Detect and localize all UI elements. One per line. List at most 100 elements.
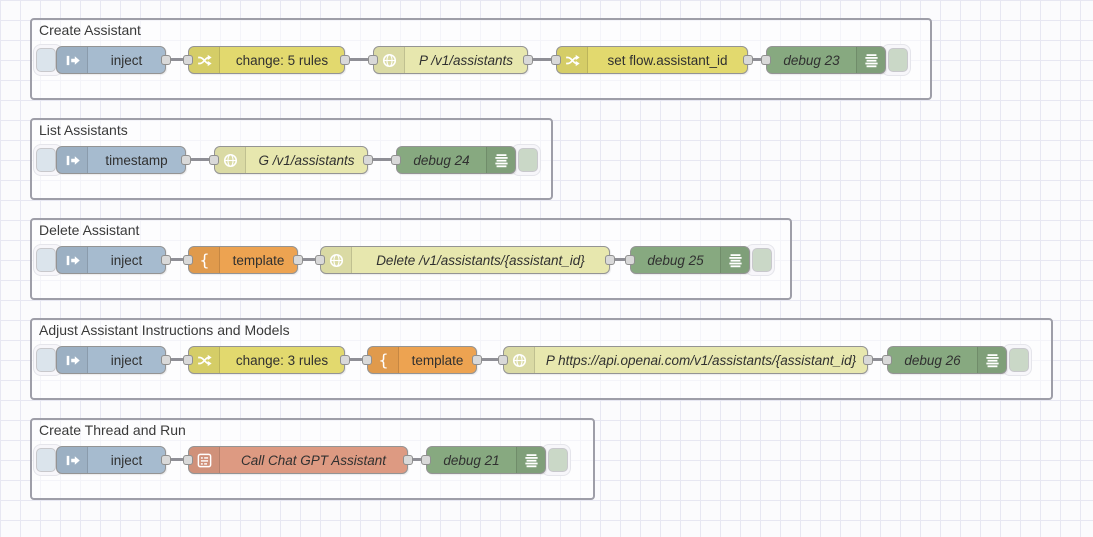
inject-arrow-icon <box>57 247 88 273</box>
input-port[interactable] <box>315 255 325 265</box>
wire[interactable] <box>170 258 184 261</box>
output-port[interactable] <box>161 455 171 465</box>
node-debug[interactable]: debug 24 <box>391 144 541 176</box>
node-debug[interactable]: debug 21 <box>421 444 571 476</box>
wire[interactable] <box>872 358 883 361</box>
wire[interactable] <box>532 58 552 61</box>
node-label: debug 24 <box>413 152 470 168</box>
wire[interactable] <box>412 458 422 461</box>
node-http-request[interactable]: P https://api.openai.com/v1/assistants/{… <box>498 346 873 374</box>
input-port[interactable] <box>421 455 431 465</box>
node-http-request[interactable]: Delete /v1/assistants/{assistant_id} <box>315 246 615 274</box>
wire[interactable] <box>170 458 184 461</box>
shuffle-icon <box>189 347 220 373</box>
node-http-request[interactable]: G /v1/assistants <box>209 146 373 174</box>
group-label: Adjust Assistant Instructions and Models <box>39 322 290 338</box>
node-label: inject <box>110 52 143 68</box>
node-label: template <box>232 252 285 268</box>
wire[interactable] <box>349 58 369 61</box>
node-debug[interactable]: debug 25 <box>625 244 775 276</box>
node-http-request[interactable]: P /v1/assistants <box>368 46 533 74</box>
node-inject[interactable]: inject <box>33 44 171 76</box>
globe-icon <box>321 247 352 273</box>
output-port[interactable] <box>293 255 303 265</box>
node-debug[interactable]: debug 26 <box>882 344 1032 376</box>
output-port[interactable] <box>523 55 533 65</box>
input-port[interactable] <box>362 355 372 365</box>
output-port[interactable] <box>472 355 482 365</box>
debug-lines-icon <box>856 47 885 73</box>
curly-brace-icon <box>368 347 399 373</box>
input-port[interactable] <box>498 355 508 365</box>
output-port[interactable] <box>863 355 873 365</box>
node-label: inject <box>110 452 143 468</box>
debug-lines-icon <box>720 247 749 273</box>
wire[interactable] <box>481 358 499 361</box>
globe-icon <box>374 47 405 73</box>
node-change[interactable]: change: 3 rules <box>183 346 350 374</box>
input-port[interactable] <box>209 155 219 165</box>
node-label: G /v1/assistants <box>258 152 355 168</box>
wire[interactable] <box>614 258 626 261</box>
output-port[interactable] <box>605 255 615 265</box>
node-label: debug 26 <box>904 352 961 368</box>
node-label: change: 5 rules <box>235 52 329 68</box>
wire[interactable] <box>752 58 762 61</box>
node-label: P https://api.openai.com/v1/assistants/{… <box>545 352 857 368</box>
node-label: Delete /v1/assistants/{assistant_id} <box>376 252 585 268</box>
wire[interactable] <box>170 358 184 361</box>
wire[interactable] <box>190 158 210 161</box>
debug-lines-icon <box>977 347 1006 373</box>
node-label: inject <box>110 252 143 268</box>
shuffle-icon <box>557 47 588 73</box>
inject-arrow-icon <box>57 147 88 173</box>
node-label: debug 23 <box>783 52 840 68</box>
input-port[interactable] <box>625 255 635 265</box>
node-label: change: 3 rules <box>235 352 329 368</box>
group-label: List Assistants <box>39 122 128 138</box>
inject-arrow-icon <box>57 47 88 73</box>
input-port[interactable] <box>368 55 378 65</box>
wire[interactable] <box>302 258 316 261</box>
node-call-chat-gpt-assistant[interactable]: Call Chat GPT Assistant <box>183 446 413 474</box>
output-port[interactable] <box>161 55 171 65</box>
node-label: set flow.assistant_id <box>607 52 728 68</box>
output-port[interactable] <box>340 355 350 365</box>
output-port[interactable] <box>340 55 350 65</box>
input-port[interactable] <box>882 355 892 365</box>
node-label: inject <box>110 352 143 368</box>
node-debug[interactable]: debug 23 <box>761 44 911 76</box>
wire[interactable] <box>170 58 184 61</box>
output-port[interactable] <box>403 455 413 465</box>
input-port[interactable] <box>551 55 561 65</box>
group-label: Create Assistant <box>39 22 141 38</box>
node-change[interactable]: set flow.assistant_id <box>551 46 753 74</box>
input-port[interactable] <box>183 55 193 65</box>
node-inject[interactable]: inject <box>33 244 171 276</box>
wire[interactable] <box>349 358 363 361</box>
node-label: P /v1/assistants <box>418 52 514 68</box>
debug-lines-icon <box>516 447 545 473</box>
node-template[interactable]: template <box>362 346 482 374</box>
node-label: timestamp <box>105 152 168 168</box>
output-port[interactable] <box>161 355 171 365</box>
output-port[interactable] <box>363 155 373 165</box>
node-change[interactable]: change: 5 rules <box>183 46 350 74</box>
node-inject[interactable]: timestamp <box>33 144 191 176</box>
globe-icon <box>215 147 246 173</box>
output-port[interactable] <box>181 155 191 165</box>
curly-brace-icon <box>189 247 220 273</box>
input-port[interactable] <box>391 155 401 165</box>
output-port[interactable] <box>743 55 753 65</box>
node-inject[interactable]: inject <box>33 444 171 476</box>
input-port[interactable] <box>761 55 771 65</box>
node-inject[interactable]: inject <box>33 344 171 376</box>
input-port[interactable] <box>183 255 193 265</box>
input-port[interactable] <box>183 455 193 465</box>
node-template[interactable]: template <box>183 246 303 274</box>
debug-lines-icon <box>486 147 515 173</box>
wire[interactable] <box>372 158 392 161</box>
output-port[interactable] <box>161 255 171 265</box>
input-port[interactable] <box>183 355 193 365</box>
